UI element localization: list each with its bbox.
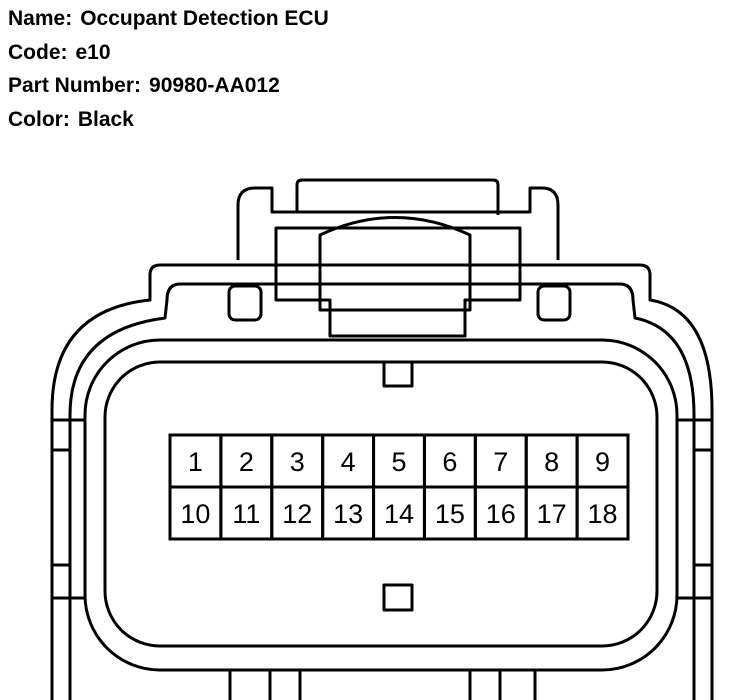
bottom-key: [382, 583, 414, 612]
pin-label-12: 12: [282, 499, 312, 529]
pin-label-4: 4: [341, 447, 356, 477]
left-latch: [227, 284, 263, 322]
part-number-line: Part Number: 90980-AA012: [8, 69, 329, 103]
pin-label-5: 5: [391, 447, 406, 477]
part-number-label: Part Number:: [8, 74, 142, 97]
connector-housing-inner: [68, 282, 696, 700]
connector-cavity-outer: [83, 338, 679, 672]
lock-frame: [236, 186, 560, 260]
pin-label-9: 9: [595, 447, 610, 477]
pin-cell-18: [575, 485, 630, 541]
code-value: e10: [75, 40, 111, 64]
pin-label-13: 13: [333, 499, 363, 529]
lock-center: [318, 216, 472, 312]
pin-label-10: 10: [180, 499, 210, 529]
lock-window: [274, 226, 522, 338]
pin-label-6: 6: [442, 447, 457, 477]
pin-label-18: 18: [588, 499, 618, 529]
pin-label-7: 7: [493, 447, 508, 477]
connector-info: Name: Occupant Detection ECU Code: e10 Par…: [8, 2, 329, 136]
pin-label-14: 14: [384, 499, 414, 529]
pin-label-16: 16: [486, 499, 516, 529]
code-line: Code: e10: [8, 36, 329, 70]
color-value: Black: [77, 107, 134, 131]
pin-label-2: 2: [239, 447, 254, 477]
color-label: Color:: [8, 107, 70, 131]
top-key: [382, 360, 414, 388]
pin-label-1: 1: [188, 447, 203, 477]
part-number-value: 90980-AA012: [149, 74, 280, 97]
lock-tab: [295, 178, 500, 215]
pin-label-17: 17: [537, 499, 567, 529]
pin-label-15: 15: [435, 499, 465, 529]
connector-cavity-inner: [103, 360, 659, 648]
name-line: Name: Occupant Detection ECU: [8, 2, 329, 36]
name-label: Name:: [8, 7, 73, 30]
pin-label-8: 8: [544, 447, 559, 477]
pin-label-3: 3: [290, 447, 305, 477]
connector-housing-outer: [50, 263, 714, 700]
color-line: Color: Black: [8, 103, 329, 137]
code-label: Code:: [8, 40, 68, 64]
name-value: Occupant Detection ECU: [80, 7, 329, 30]
right-latch: [536, 284, 572, 322]
pin-label-11: 11: [232, 499, 260, 529]
